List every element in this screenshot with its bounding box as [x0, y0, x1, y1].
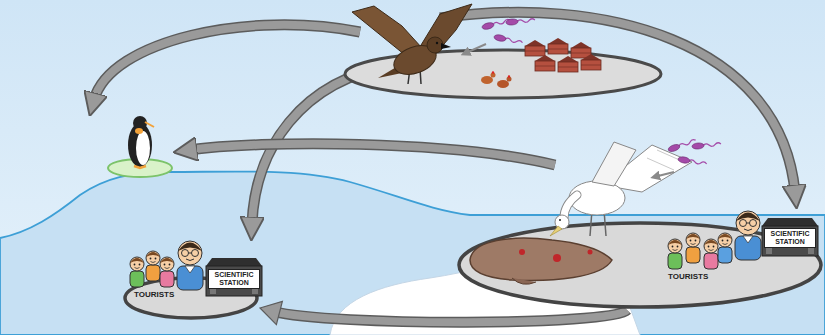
- station-name: SCIENTIFIC STATION: [767, 230, 813, 246]
- station-name: SCIENTIFIC STATION: [211, 271, 257, 287]
- arrow-head: [260, 301, 282, 324]
- drawing-path: [145, 122, 154, 127]
- site-scene: [130, 241, 262, 296]
- site-scene: [470, 137, 818, 284]
- group-label: TOURISTS: [134, 290, 174, 300]
- drawing-ellipse: [128, 123, 152, 167]
- drawing-ellipse: [481, 76, 493, 84]
- drawing-path: [134, 166, 146, 168]
- site-ellipse: SCIENTIFIC STATION TOURISTS: [122, 228, 260, 320]
- drawing-use: [494, 34, 524, 46]
- arrow-outline: [274, 310, 627, 322]
- drawing-circle: [436, 42, 438, 44]
- drawing-circle: [508, 75, 510, 77]
- site-outline: [452, 140, 822, 310]
- coast-shelf: [0, 171, 825, 335]
- drawing-use: [558, 56, 578, 72]
- arrow-body: [274, 310, 627, 322]
- site-ellipse: SCIENTIFIC STATION TOURISTS: [452, 140, 822, 310]
- penguin-site: [108, 116, 172, 177]
- drawing-path: [190, 144, 555, 165]
- station-sign: SCIENTIFIC STATION: [764, 228, 816, 248]
- drawing-path: [441, 43, 451, 49]
- group-label: TOURISTS: [668, 272, 708, 282]
- drawing-use: [571, 42, 591, 58]
- drawing-path: [468, 44, 486, 52]
- drawing-path: [190, 144, 555, 165]
- drawing-ellipse: [345, 50, 661, 98]
- skua-site: [345, 4, 661, 98]
- drawing-use: [535, 55, 555, 71]
- drawing-ellipse: [497, 80, 509, 88]
- drawing-circle: [492, 71, 494, 73]
- drawing-circle: [427, 37, 443, 53]
- station-sign: SCIENTIFIC STATION: [208, 269, 260, 289]
- drawing-ellipse: [135, 128, 143, 134]
- drawing-use: [548, 38, 568, 54]
- drawing-use: [525, 40, 545, 56]
- drawing-use: [506, 17, 535, 26]
- drawing-use: [581, 54, 601, 70]
- drawing-ellipse: [136, 131, 150, 165]
